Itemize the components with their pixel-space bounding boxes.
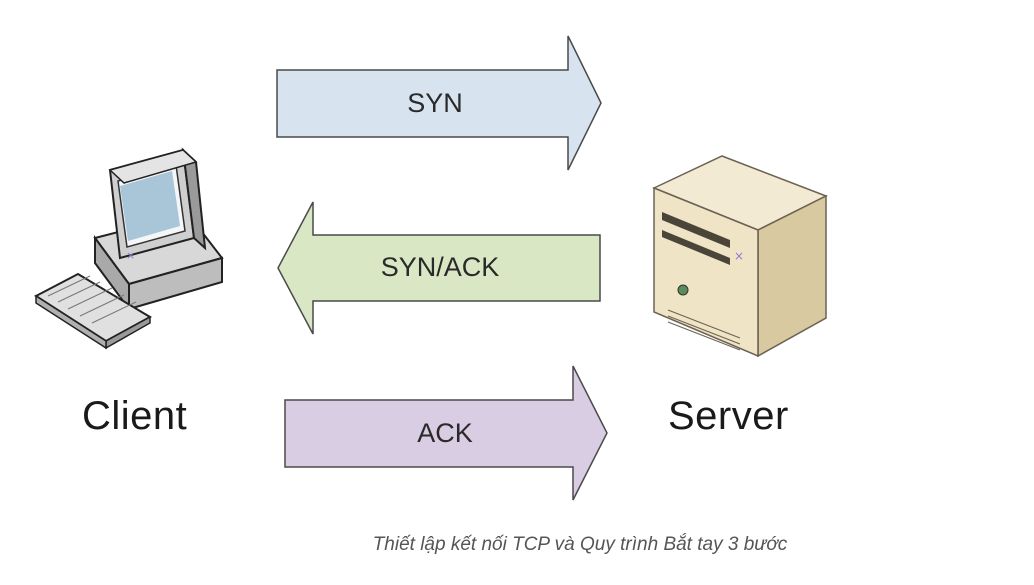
ack-label: ACK — [417, 418, 473, 448]
figure-caption: Thiết lập kết nối TCP và Quy trình Bắt t… — [372, 534, 788, 555]
client-label: Client — [82, 394, 188, 438]
svg-text:×: × — [126, 249, 135, 262]
synack-label: SYN/ACK — [380, 252, 500, 282]
synack-arrow — [277, 201, 601, 335]
svg-text:×: × — [734, 249, 744, 263]
desktop-computer-icon: × — [34, 147, 224, 350]
server-tower-icon: × — [652, 155, 828, 358]
syn-label: SYN — [407, 88, 463, 118]
syn-arrow — [276, 35, 602, 171]
server-label: Server — [668, 394, 789, 438]
ack-arrow — [284, 365, 608, 501]
